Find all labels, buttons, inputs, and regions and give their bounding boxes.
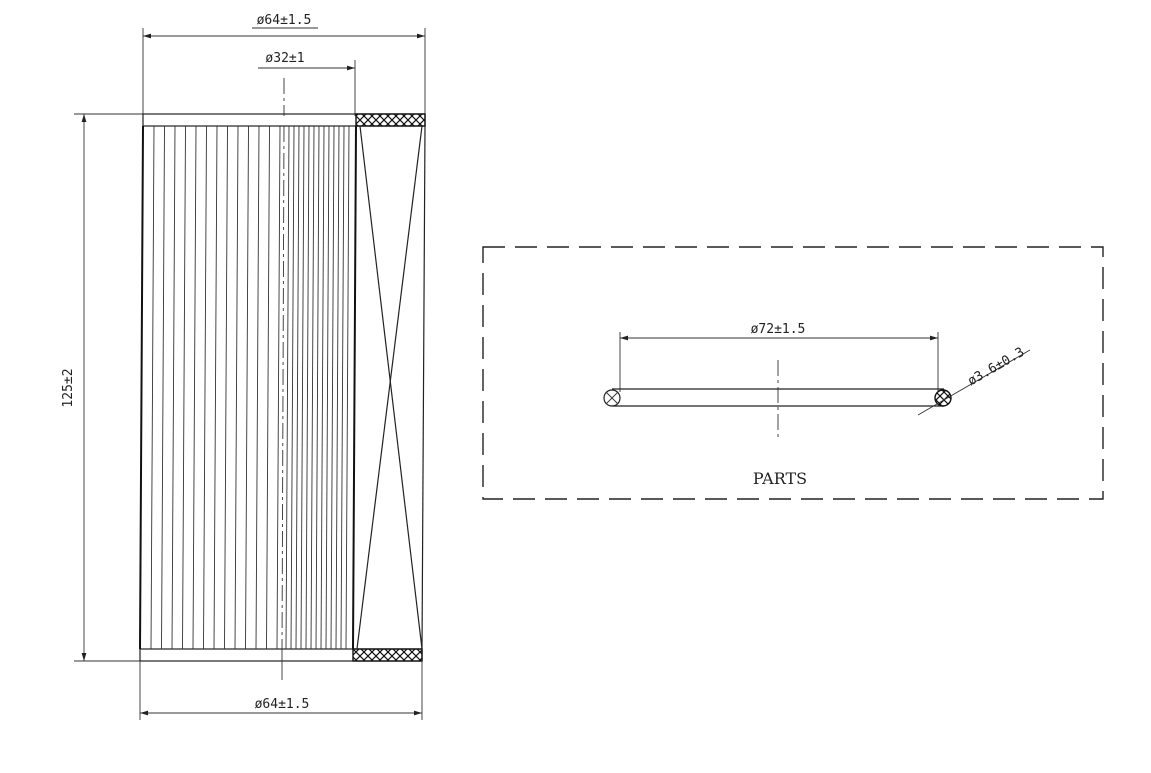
filter-element-view: ø64±1.5 ø32±1 125±2 — [61, 13, 426, 720]
pleat-line — [213, 125, 218, 650]
top-outer-diameter-dimension: ø64±1.5 — [142, 13, 426, 116]
pleat-line — [203, 125, 207, 650]
pleat-line — [182, 125, 186, 650]
pleat-line — [320, 125, 325, 650]
oring-part — [603, 360, 952, 440]
bottom-outer-diameter-dimension: ø64±1.5 — [139, 661, 423, 720]
oring-diameter-dimension: ø72±1.5 — [619, 322, 939, 392]
pleat-line — [245, 125, 249, 650]
pleat-line — [315, 125, 320, 650]
bottom-outer-diameter-label: ø64±1.5 — [255, 697, 310, 712]
pleat-line — [266, 125, 270, 650]
pleat-line — [340, 125, 345, 650]
pleat-line — [290, 125, 295, 650]
oring-cross-section — [934, 389, 952, 407]
pleat-line — [285, 125, 290, 650]
pleat-line — [255, 125, 260, 650]
parts-box: ø72±1.5 ø3.6±0.3 PARTS — [482, 246, 1104, 500]
pleat-line — [150, 125, 155, 650]
inner-diameter-label: ø32±1 — [265, 51, 304, 66]
top-outer-diameter-label: ø64±1.5 — [257, 13, 312, 28]
oring-diameter-label: ø72±1.5 — [751, 322, 806, 337]
pleat-line — [325, 125, 330, 650]
pleat-line — [192, 125, 197, 650]
pleat-line — [330, 125, 335, 650]
pleat-line — [335, 125, 340, 650]
oring-section-dimension: ø3.6±0.3 — [917, 345, 1031, 416]
length-dimension: 125±2 — [61, 113, 144, 662]
pleat-line — [300, 125, 305, 650]
pleat-line — [234, 125, 239, 650]
pleat-line — [305, 125, 310, 650]
oring-section-label: ø3.6±0.3 — [965, 345, 1027, 389]
parts-label: PARTS — [753, 469, 807, 488]
pleat-line — [276, 125, 281, 650]
pleat-line — [161, 125, 165, 650]
pleat-lines — [150, 125, 350, 650]
inner-diameter-dimension: ø32±1 — [258, 51, 356, 116]
pleat-line — [224, 125, 228, 650]
pleat-line — [295, 125, 300, 650]
pleat-line — [310, 125, 315, 650]
pleat-line — [171, 125, 176, 650]
pleat-line — [345, 125, 350, 650]
filter-body — [139, 113, 426, 680]
length-label: 125±2 — [61, 368, 76, 407]
